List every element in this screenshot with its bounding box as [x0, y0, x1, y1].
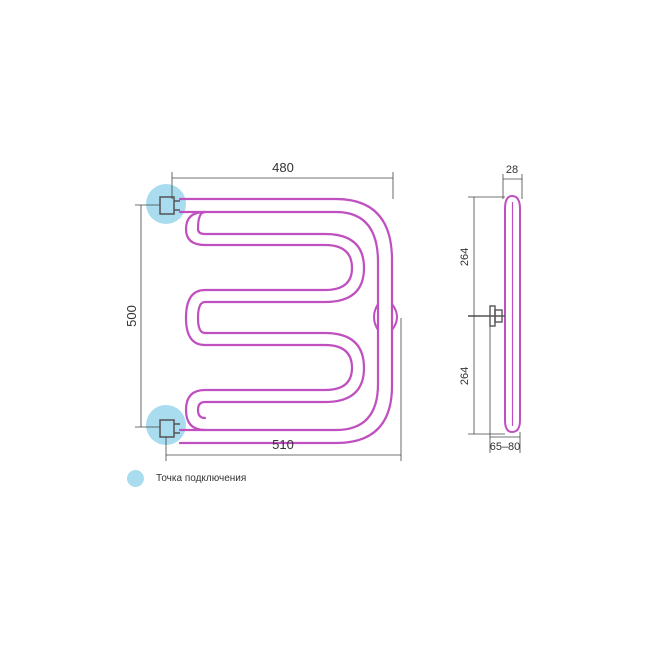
legend-label: Точка подключения	[156, 472, 247, 484]
dimension-halves-lines	[468, 196, 505, 435]
dimension-bottom-width-lines	[165, 318, 402, 461]
dimension-upper-half: 264	[459, 248, 471, 266]
connection-point-top	[146, 184, 186, 224]
connection-point-bottom	[146, 405, 186, 445]
dimension-depth: 28	[506, 164, 518, 176]
dimension-bottom-width: 510	[272, 437, 294, 452]
dimension-height-lines	[135, 204, 160, 428]
pipe-coil-outer	[184, 210, 354, 432]
side-view-rail	[504, 194, 521, 434]
pipe-outer-edge	[178, 197, 394, 445]
dimension-lower-half: 264	[459, 367, 471, 385]
fitting-bottom	[159, 419, 180, 438]
pipe-coil-inner	[196, 210, 366, 420]
dimension-wall-distance-lines	[489, 326, 521, 453]
dimension-top-width-lines	[171, 172, 394, 199]
pipe-inner-edge	[178, 210, 380, 432]
legend: Точка подключения	[127, 469, 246, 487]
rail-pipe	[178, 197, 394, 445]
dimension-depth-lines	[502, 174, 523, 199]
fitting-top	[159, 196, 180, 215]
connection-point-legend-icon	[127, 469, 144, 487]
dimension-height: 500	[124, 305, 139, 327]
dimension-wall-distance: 65–80	[490, 441, 521, 453]
dimension-top-width: 480	[272, 160, 294, 175]
wall-bracket-front	[373, 303, 398, 331]
